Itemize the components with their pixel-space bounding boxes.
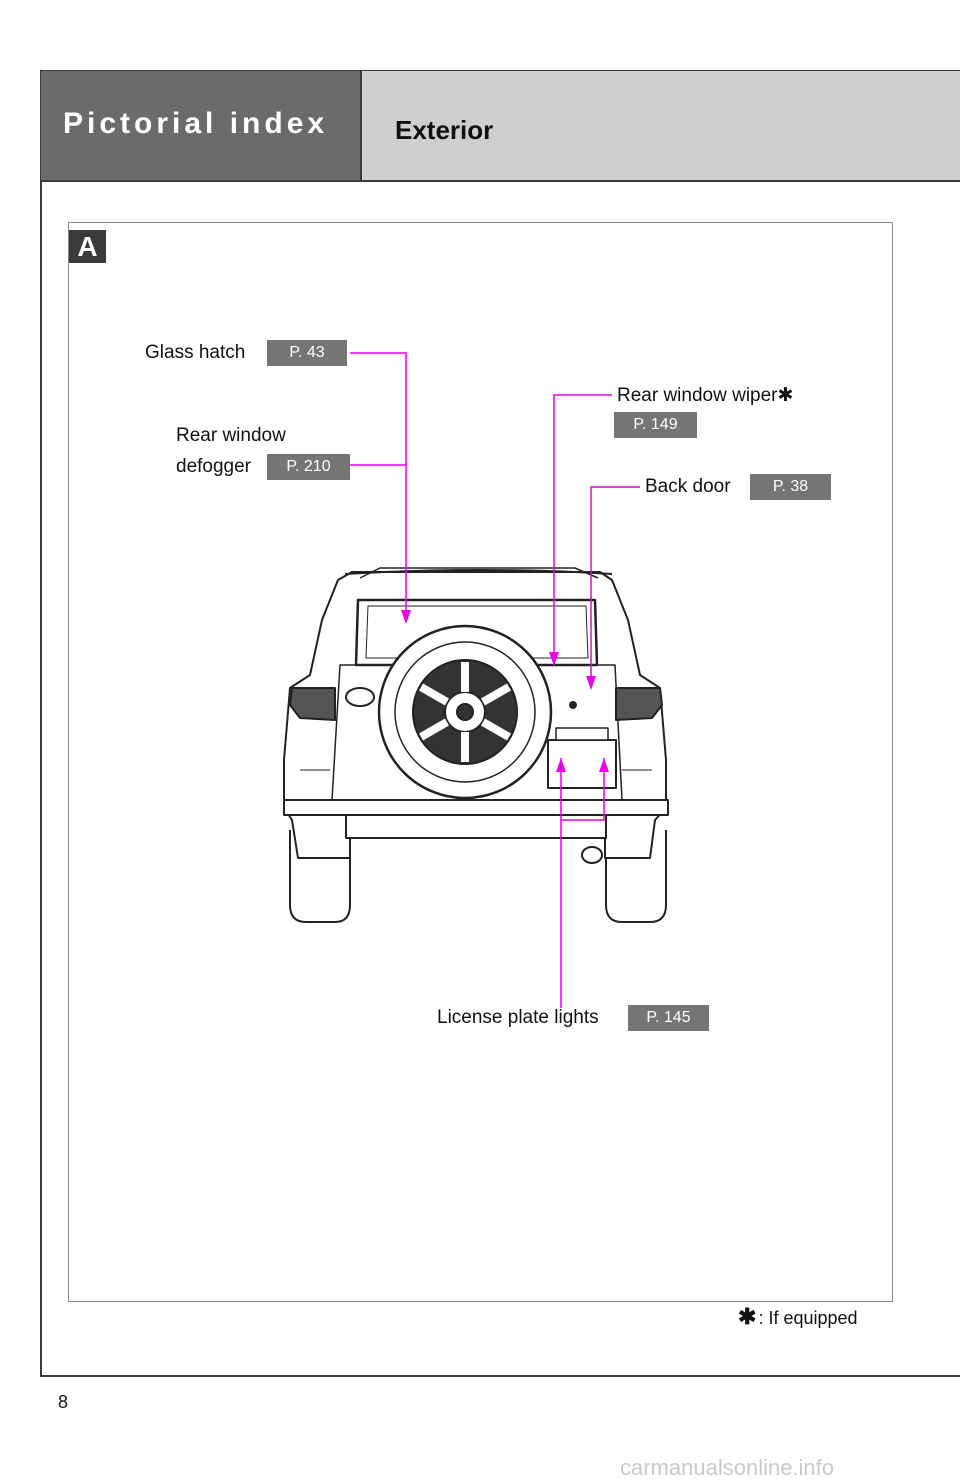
rear-window-wiper-label: Rear window wiper✱ bbox=[617, 385, 794, 406]
header-divider bbox=[41, 180, 960, 182]
license-plate-lights-label: License plate lights bbox=[437, 1007, 599, 1028]
page-heading-bar: Exterior bbox=[362, 71, 960, 181]
if-equipped-star-icon: ✱ bbox=[777, 385, 794, 406]
license-plate-lights-page-link[interactable]: P. 145 bbox=[628, 1005, 709, 1031]
footnote-text: : If equipped bbox=[758, 1308, 858, 1328]
page-title: Exterior bbox=[395, 115, 494, 145]
watermark: carmanualsonline.info bbox=[620, 1455, 835, 1480]
if-equipped-star-icon: ✱ bbox=[738, 1304, 757, 1329]
panel-tag: A bbox=[69, 230, 106, 263]
illustration-panel bbox=[68, 222, 893, 1302]
rear-window-defogger-page-link[interactable]: P. 210 bbox=[267, 454, 350, 480]
rear-window-defogger-label-line1: Rear window bbox=[176, 425, 286, 446]
glass-hatch-page-link[interactable]: P. 43 bbox=[267, 340, 347, 366]
section-title: Pictorial index bbox=[63, 107, 329, 140]
rear-window-defogger-label-line2: defogger bbox=[176, 456, 252, 477]
back-door-label: Back door bbox=[645, 476, 731, 497]
back-door-page-link[interactable]: P. 38 bbox=[750, 474, 831, 500]
rear-window-wiper-page-link[interactable]: P. 149 bbox=[614, 412, 697, 438]
footnote: ✱: If equipped bbox=[738, 1304, 858, 1330]
glass-hatch-label: Glass hatch bbox=[145, 342, 246, 363]
page-number: 8 bbox=[58, 1392, 69, 1412]
section-tab: Pictorial index bbox=[41, 71, 362, 181]
